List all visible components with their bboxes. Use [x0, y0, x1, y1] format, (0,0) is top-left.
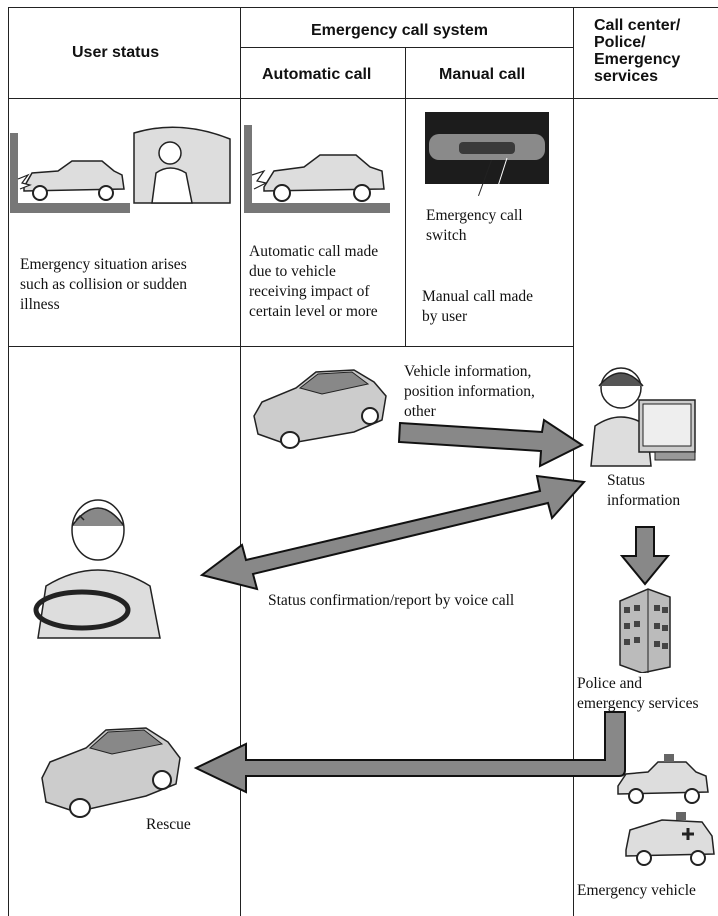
manual-call-description: Manual call made by user — [422, 288, 534, 325]
vehicle-information-label: Vehicle information, position informatio… — [404, 363, 535, 420]
header-manual-call: Manual call — [439, 66, 526, 83]
status-information-label: Status information — [607, 472, 681, 509]
voice-call-arrow — [199, 474, 587, 591]
rescue-car-illustration — [41, 727, 181, 818]
grid-line-col2 — [405, 47, 406, 347]
emergency-call-switch-label: Emergency call switch — [426, 207, 523, 244]
automatic-call-description: Automatic call made due to vehicle recei… — [249, 243, 379, 320]
rescue-label: Rescue — [146, 816, 191, 833]
grid-line-subheader — [240, 47, 573, 48]
grid-line-left — [8, 7, 9, 916]
police-car-icon — [617, 754, 709, 804]
police-emergency-services-label: Police and emergency services — [577, 675, 699, 712]
worried-driver-illustration — [33, 499, 161, 639]
grid-line-row1-bottom — [8, 346, 573, 347]
emergency-vehicle-label: Emergency vehicle — [577, 882, 696, 899]
rescue-arrow — [193, 711, 626, 794]
police-building-icon — [619, 588, 671, 673]
user-status-description: Emergency situation arises such as colli… — [20, 256, 188, 313]
grid-line-col3 — [573, 7, 574, 916]
collision-illustration — [10, 126, 231, 213]
ambulance-icon — [625, 812, 715, 866]
header-user-status: User status — [72, 44, 160, 61]
vehicle-info-arrow — [397, 418, 584, 468]
emergency-call-switch-photo — [425, 112, 549, 184]
operator-illustration — [590, 367, 696, 467]
header-call-center: Call center/ Police/ Emergency services — [594, 17, 681, 85]
status-to-police-arrow — [619, 526, 671, 586]
grid-line-col1 — [240, 7, 241, 916]
header-automatic-call: Automatic call — [262, 66, 372, 83]
header-emergency-call-system: Emergency call system — [311, 22, 488, 39]
automatic-call-illustration — [244, 125, 390, 213]
grid-line-top — [8, 7, 718, 8]
grid-line-header-bottom — [8, 98, 718, 99]
voice-call-label: Status confirmation/report by voice call — [268, 592, 515, 609]
vehicle-illustration — [253, 369, 387, 449]
